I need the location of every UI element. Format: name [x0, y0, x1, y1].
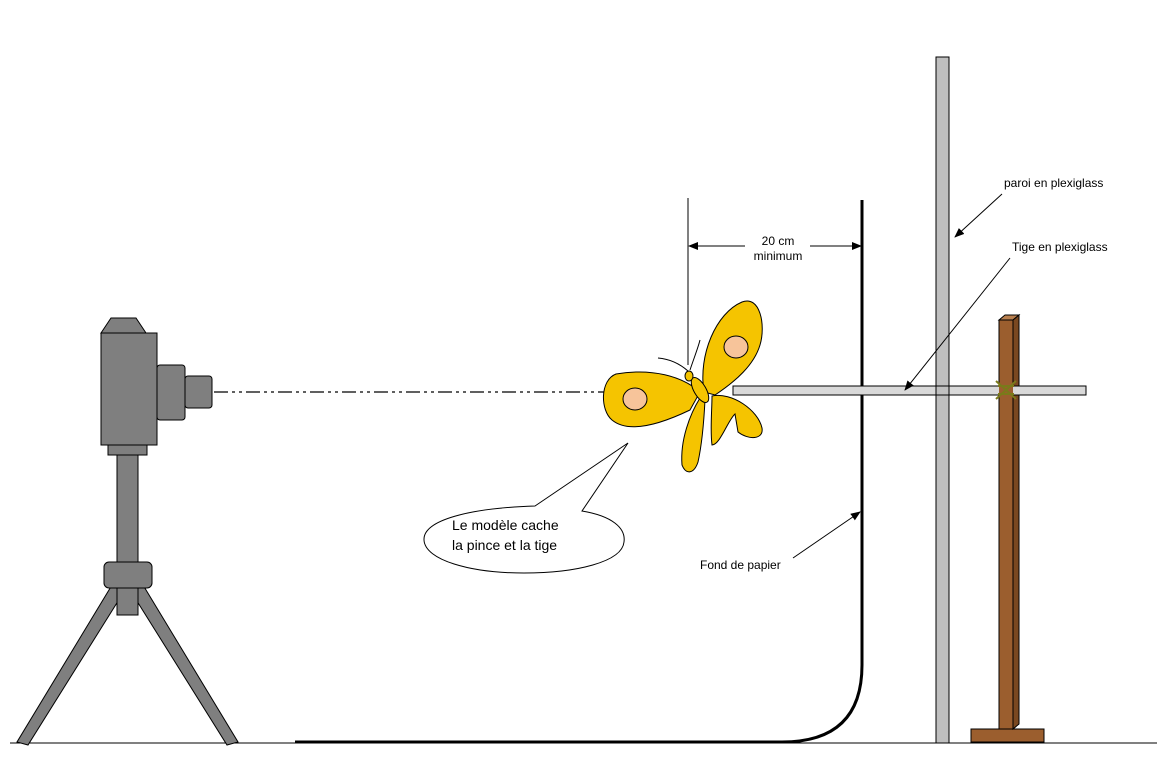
wooden-stand	[970, 313, 1045, 743]
tripod-column	[116, 454, 139, 616]
plexiglass-wall	[935, 56, 950, 744]
distance-dimension: 20 cm minimum	[687, 198, 862, 365]
butterfly-model	[603, 300, 763, 473]
tripod-right-leg	[129, 584, 239, 746]
wooden-stand-base	[970, 728, 1045, 743]
speech-bubble: Le modèle cache la pince et la tige	[423, 442, 629, 574]
paper-pointer-arrow	[792, 511, 861, 559]
wall-pointer-arrow	[954, 193, 1003, 238]
butterfly-left-upper-wing	[603, 371, 701, 428]
camera-lens	[184, 375, 213, 409]
tripod-head	[107, 444, 148, 456]
speech-bubble-line1: Le modèle cache	[452, 517, 559, 533]
butterfly-antenna-right	[689, 339, 701, 371]
distance-value-label: 20 cm	[762, 234, 795, 248]
speech-bubble-shape	[423, 442, 629, 574]
camera-body	[100, 332, 158, 446]
butterfly-spot-right	[723, 335, 749, 359]
string-tie	[995, 380, 1017, 400]
paper-backdrop	[295, 200, 864, 744]
wooden-stand-post	[998, 319, 1014, 730]
tripod-left-leg	[16, 584, 126, 746]
wooden-stand-post-side	[1012, 313, 1020, 731]
distance-note-label: minimum	[754, 249, 803, 263]
tripod	[16, 444, 239, 746]
speech-bubble-line2: la pince et la tige	[452, 537, 557, 553]
plexiglass-wall-front	[935, 385, 950, 396]
camera	[100, 317, 213, 446]
butterfly-antenna-left	[657, 357, 689, 372]
butterfly-spot-left	[622, 387, 648, 411]
camera-viewfinder	[100, 317, 147, 334]
tripod-collar	[103, 561, 153, 589]
butterfly-right-lower-wing	[710, 394, 763, 446]
camera-lens-base	[156, 364, 186, 421]
paper-label: Fond de papier	[700, 558, 781, 572]
rod-label: Tige en plexiglass	[1012, 240, 1108, 254]
wall-label: paroi en plexiglass	[1004, 176, 1103, 190]
butterfly-head	[684, 370, 694, 382]
plexiglass-rod	[732, 385, 1087, 396]
butterfly-left-lower-wing	[681, 397, 706, 473]
rod-pointer-arrow	[904, 257, 1011, 391]
